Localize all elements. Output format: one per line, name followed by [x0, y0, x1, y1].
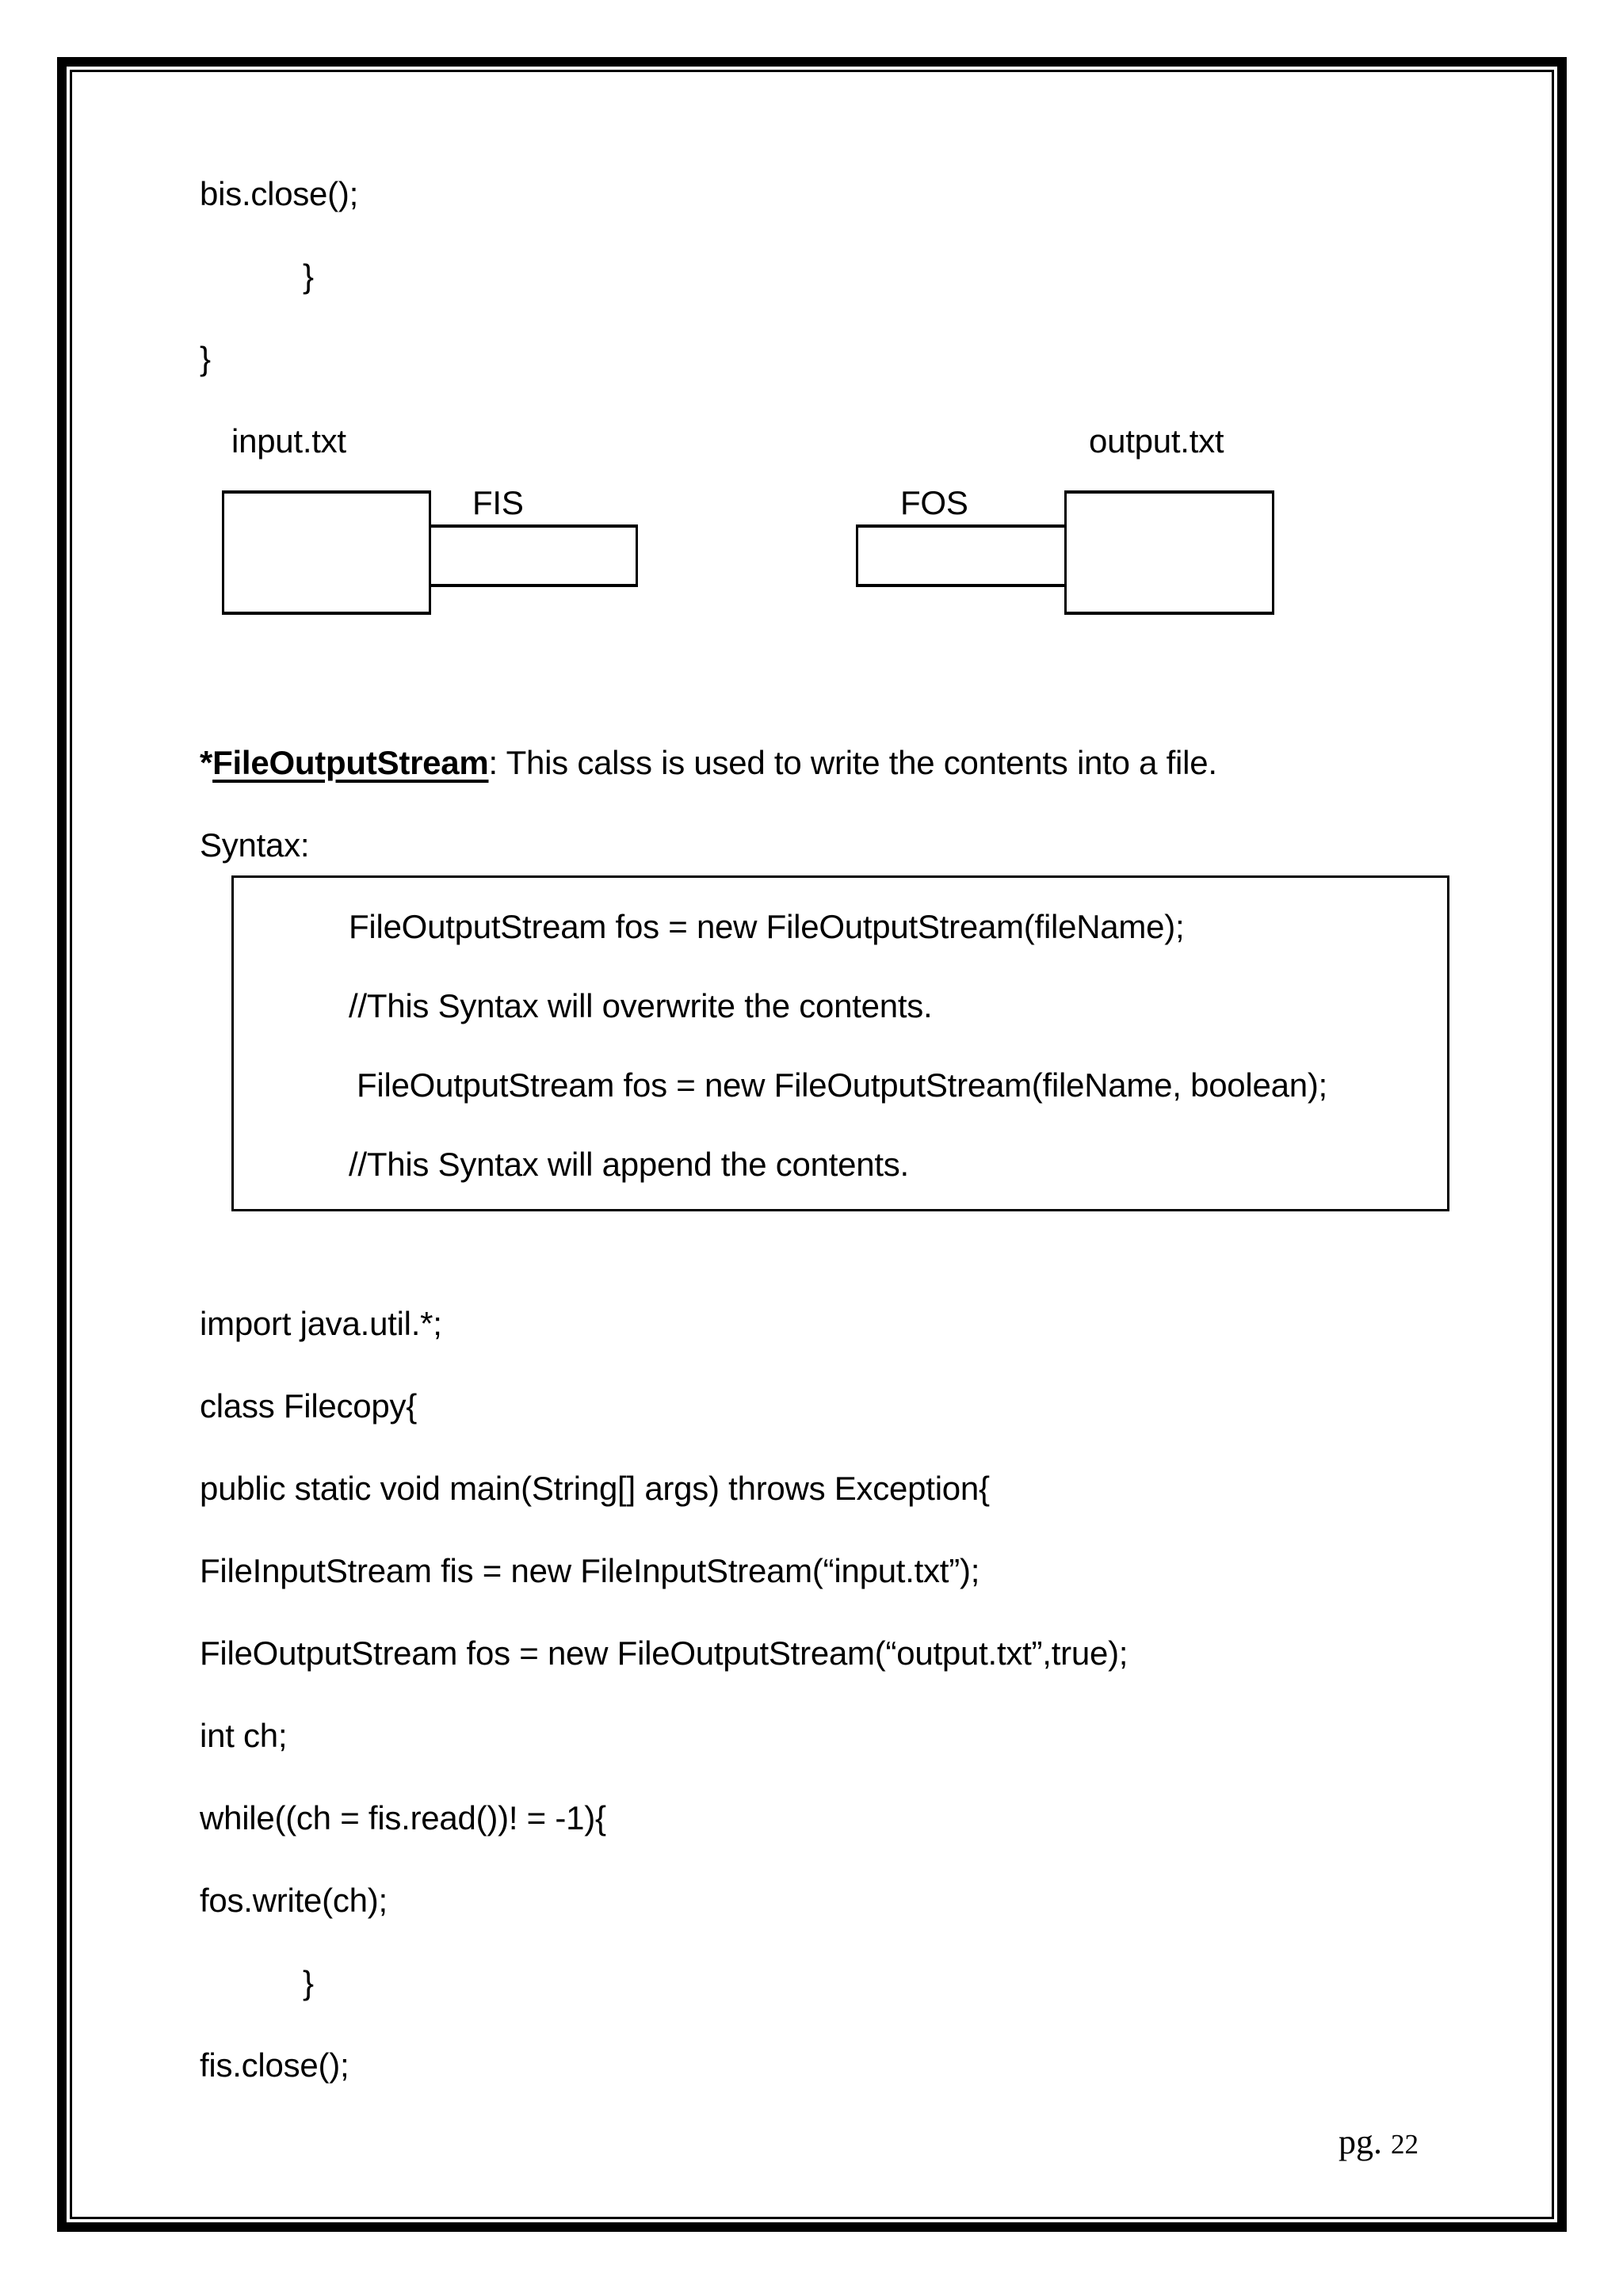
fis-stream-pipe [431, 524, 638, 587]
syntax-comment: //This Syntax will overwrite the content… [349, 987, 933, 1024]
heading-description: : This calss is used to write the conten… [488, 744, 1217, 781]
page-border: bis.close(); } } input.txt output.txt FI… [57, 57, 1567, 2232]
heading-star: * [200, 744, 213, 781]
code-line: class Filecopy{ [200, 1387, 418, 1425]
output-file-box [1064, 490, 1274, 615]
syntax-line: FileOutputStream fos = new FileOutputStr… [357, 1066, 1327, 1104]
fos-stream-pipe [856, 524, 1064, 587]
fos-stream-label: FOS [900, 484, 968, 521]
code-line: import java.util.*; [200, 1305, 442, 1342]
code-line: public static void main(String[] args) t… [200, 1470, 990, 1507]
code-line: fis.close(); [200, 2046, 349, 2084]
syntax-box: FileOutputStream fos = new FileOutputStr… [231, 875, 1449, 1211]
page-number-value: 22 [1391, 2129, 1419, 2160]
page-border-inner: bis.close(); } } input.txt output.txt FI… [70, 70, 1554, 2219]
code-line: fos.write(ch); [200, 1882, 388, 1919]
fis-stream-label: FIS [472, 484, 524, 521]
code-block: import java.util.*; class Filecopy{ publ… [200, 1283, 1421, 2107]
diagram-file-labels: input.txt output.txt [200, 400, 1421, 482]
input-file-label: input.txt [231, 422, 346, 460]
code-line: FileInputStream fis = new FileInputStrea… [200, 1552, 980, 1589]
page-number: pg. 22 [1338, 2122, 1419, 2164]
code-line: } [303, 1964, 314, 2001]
code-line: FileOutputStream fos = new FileOutputStr… [200, 1634, 1128, 1672]
code-line: int ch; [200, 1717, 288, 1754]
syntax-comment: //This Syntax will append the contents. [349, 1146, 909, 1183]
input-file-box [222, 490, 431, 615]
code-line: } [303, 257, 314, 295]
code-line: } [200, 340, 211, 377]
syntax-label: Syntax: [200, 826, 310, 864]
section-heading: *FileOutputStream: This calss is used to… [200, 722, 1421, 804]
heading-term: FileOutputStream [212, 744, 489, 781]
page-number-prefix: pg. [1338, 2122, 1391, 2161]
code-line: bis.close(); [200, 175, 359, 212]
syntax-line: FileOutputStream fos = new FileOutputStr… [349, 908, 1185, 945]
stream-diagram: FIS FOS [200, 482, 1421, 625]
code-line: while((ch = fis.read())! = -1){ [200, 1799, 606, 1836]
output-file-label: output.txt [1089, 422, 1224, 460]
page-content: bis.close(); } } input.txt output.txt FI… [72, 72, 1552, 2217]
